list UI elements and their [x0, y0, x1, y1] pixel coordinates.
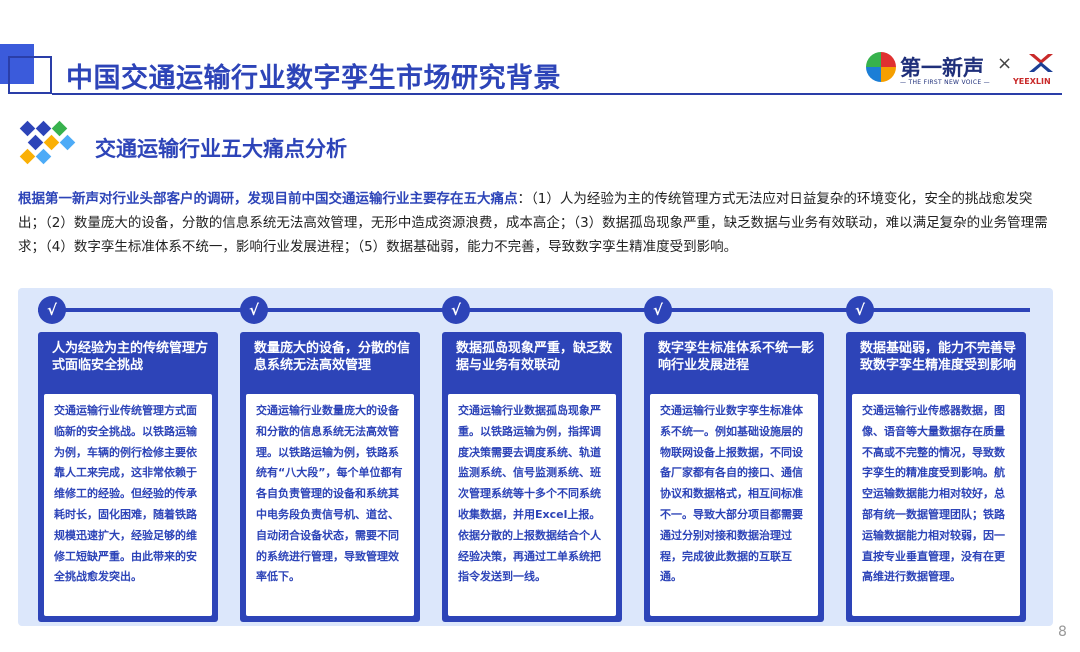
- intro-body: ：（1）人为经验为主的传统管理方式无法应对日益复杂的环境变化，安全的挑战愈发突出…: [18, 191, 1048, 255]
- intro-paragraph: 根据第一新声对行业头部客户的调研，发现目前中国交通运输行业主要存在五大痛点：（1…: [18, 187, 1058, 259]
- section-diamond-icon: [19, 120, 76, 165]
- section-title: 交通运输行业五大痛点分析: [95, 137, 347, 161]
- pain-point-card: 数据基础弱，能力不完善导致数字孪生精准度受到影响 交通运输行业传感器数据，图像、…: [846, 332, 1026, 622]
- check-icon: √: [240, 296, 268, 324]
- card-body: 交通运输行业传统管理方式面临新的安全挑战。以铁路运输为例，车辆的例行检修主要依靠…: [44, 394, 212, 616]
- page-title: 中国交通运输行业数字孪生市场研究背景: [66, 63, 561, 94]
- corner-decoration: [0, 44, 34, 84]
- card-body: 交通运输行业数字孪生标准体系不统一。例如基础设施层的物联网设备上报数据，不同设备…: [650, 394, 818, 616]
- card-title: 数据孤岛现象严重，缺乏数据与业务有效联动: [456, 341, 613, 373]
- pain-point-column-5: √ 数据基础弱，能力不完善导致数字孪生精准度受到影响 交通运输行业传感器数据，图…: [846, 296, 1026, 622]
- page-number: 8: [1058, 624, 1067, 640]
- partner-logo-text: YEEXLIN: [1013, 77, 1051, 86]
- first-new-voice-logo-icon: [866, 52, 896, 82]
- corner-decoration-outline: [8, 56, 52, 94]
- check-icon: √: [644, 296, 672, 324]
- check-icon: √: [846, 296, 874, 324]
- pain-point-card: 人为经验为主的传统管理方式面临安全挑战 交通运输行业传统管理方式面临新的安全挑战…: [38, 332, 218, 622]
- logo-separator: ×: [997, 53, 1013, 74]
- pain-point-card: 数量庞大的设备，分散的信息系统无法高效管理 交通运输行业数量庞大的设备和分散的信…: [240, 332, 420, 622]
- card-body: 交通运输行业数据孤岛现象严重。以铁路运输为例，指挥调度决策需要去调度系统、轨道监…: [448, 394, 616, 616]
- pain-point-column-2: √ 数量庞大的设备，分散的信息系统无法高效管理 交通运输行业数量庞大的设备和分散…: [240, 296, 420, 622]
- pain-point-column-4: √ 数字孪生标准体系不统一影响行业发展进程 交通运输行业数字孪生标准体系不统一。…: [644, 296, 824, 622]
- pain-point-column-1: √ 人为经验为主的传统管理方式面临安全挑战 交通运输行业传统管理方式面临新的安全…: [38, 296, 218, 622]
- header-divider: [52, 93, 1062, 95]
- logo-subtitle: — THE FIRST NEW VOICE —: [900, 79, 990, 86]
- check-icon: √: [38, 296, 66, 324]
- card-title: 数据基础弱，能力不完善导致数字孪生精准度受到影响: [860, 341, 1017, 373]
- card-body: 交通运输行业传感器数据，图像、语音等大量数据存在质量不高或不完整的情况，导致数字…: [852, 394, 1020, 616]
- check-icon: √: [442, 296, 470, 324]
- pain-point-column-3: √ 数据孤岛现象严重，缺乏数据与业务有效联动 交通运输行业数据孤岛现象严重。以铁…: [442, 296, 622, 622]
- card-body: 交通运输行业数量庞大的设备和分散的信息系统无法高效管理。以铁路运输为例，铁路系统…: [246, 394, 414, 616]
- card-title: 数量庞大的设备，分散的信息系统无法高效管理: [254, 341, 411, 373]
- logo-name: 第一新声: [900, 56, 984, 80]
- yeexlin-logo-icon: [1029, 54, 1053, 72]
- pain-point-card: 数据孤岛现象严重，缺乏数据与业务有效联动 交通运输行业数据孤岛现象严重。以铁路运…: [442, 332, 622, 622]
- timeline-line: [38, 308, 1030, 312]
- card-title: 人为经验为主的传统管理方式面临安全挑战: [52, 341, 209, 373]
- brand-logo: 第一新声 — THE FIRST NEW VOICE — × YEEXLIN: [866, 50, 1066, 90]
- intro-lead: 根据第一新声对行业头部客户的调研，发现目前中国交通运输行业主要存在五大痛点: [18, 191, 518, 207]
- card-title: 数字孪生标准体系不统一影响行业发展进程: [658, 341, 815, 373]
- pain-point-card: 数字孪生标准体系不统一影响行业发展进程 交通运输行业数字孪生标准体系不统一。例如…: [644, 332, 824, 622]
